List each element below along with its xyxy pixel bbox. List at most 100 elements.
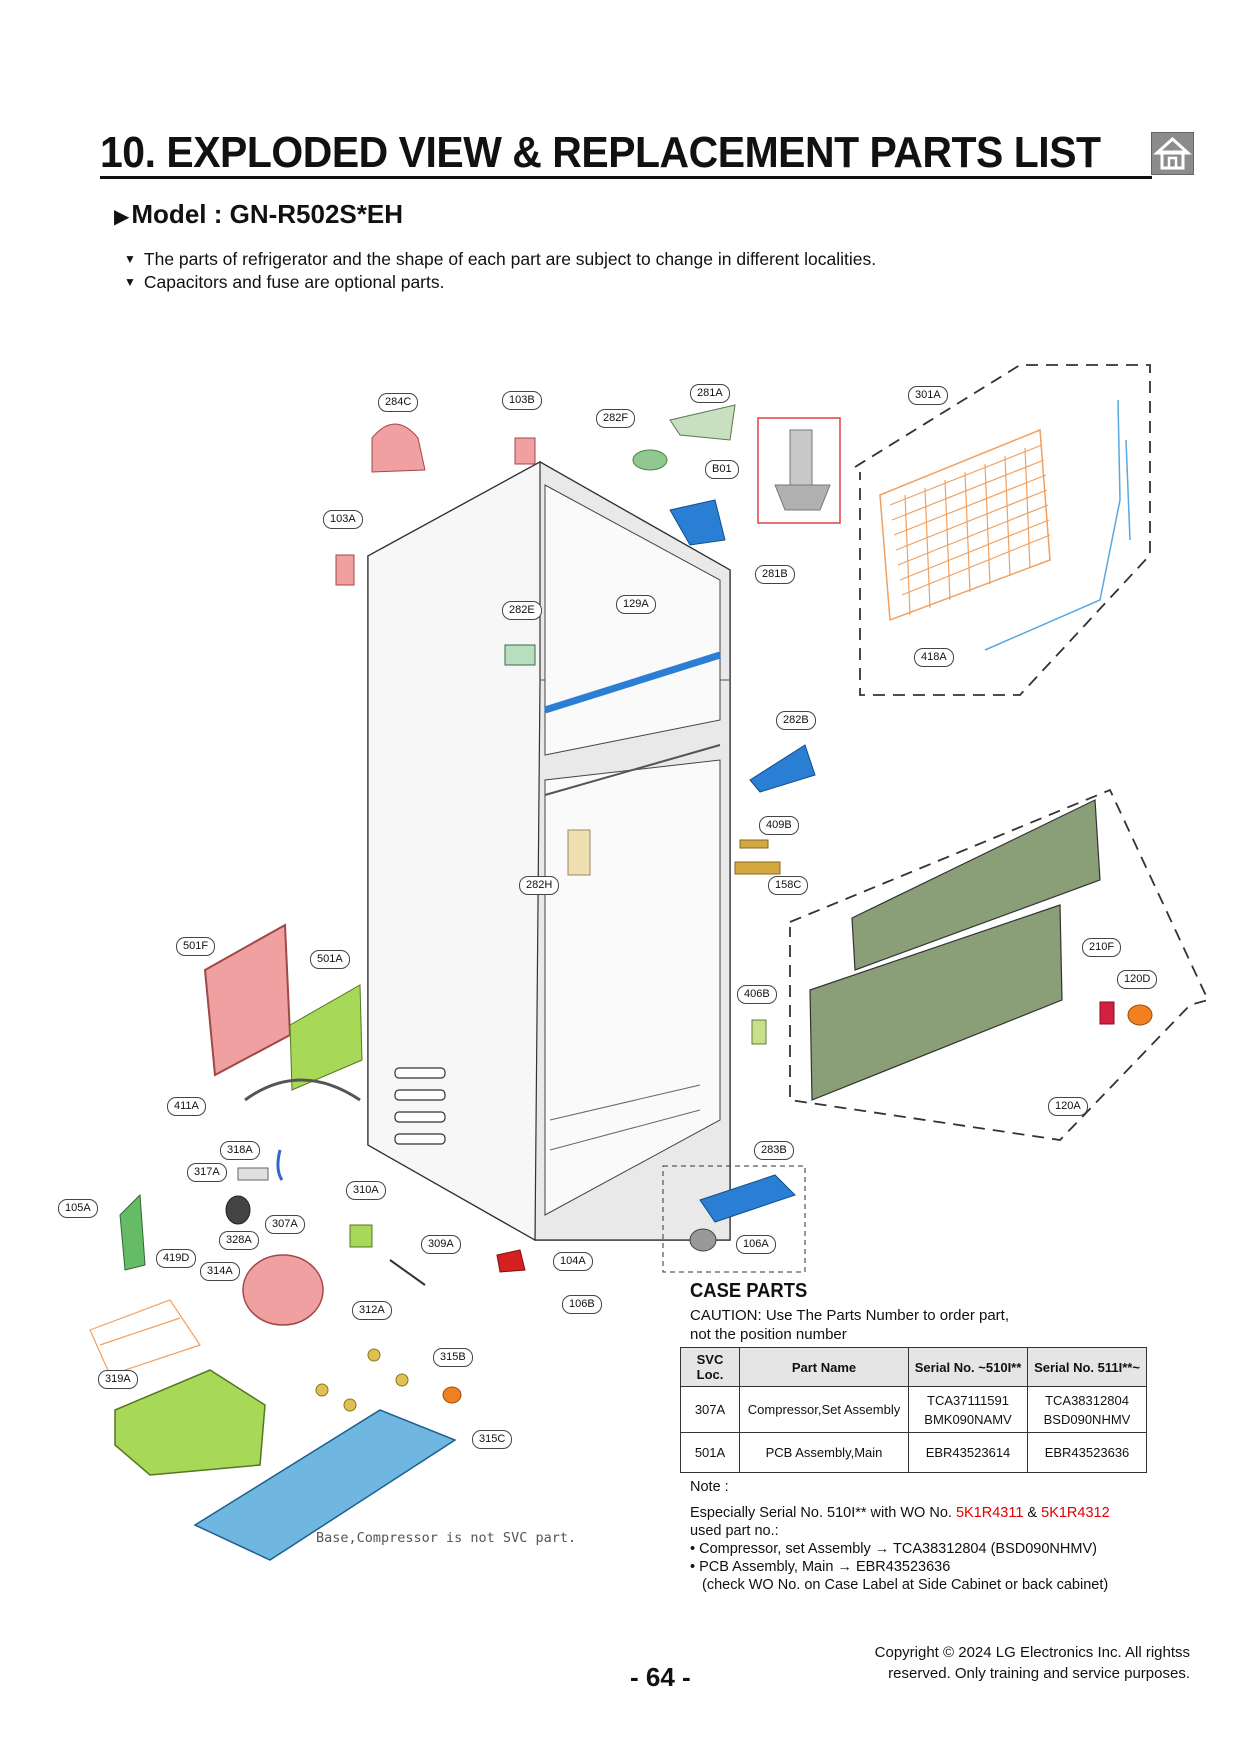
cell-serial-b: EBR43523636 — [1027, 1432, 1147, 1473]
part-106A — [689, 1228, 717, 1252]
note-text-1: The parts of refrigerator and the shape … — [143, 249, 877, 269]
page-number: - 64 - — [630, 1662, 691, 1692]
part-501F — [203, 923, 292, 1077]
serial-a-line-1: TCA37111591 — [927, 1392, 1009, 1408]
callout-103B: 103B — [502, 391, 542, 410]
part-104A — [496, 1249, 526, 1273]
header-svc-loc: SVC Loc. — [680, 1347, 740, 1387]
note-used-part: used part no.: — [690, 1523, 779, 1539]
note-line-wo: Especially Serial No. 510I** with WO No.… — [690, 1504, 1110, 1522]
part-501A — [289, 984, 363, 1091]
model-heading: ▶Model : GN-R502S*EH — [114, 199, 403, 230]
callout-158C: 158C — [768, 876, 809, 895]
cell-serial-a: EBR43523614 — [908, 1432, 1028, 1473]
callout-318A: 318A — [220, 1141, 260, 1160]
note-bullet-pcb: • PCB Assembly, Main → EBR43523636 — [690, 1559, 951, 1575]
callout-409B: 409B — [759, 816, 799, 835]
note-text-2: Capacitors and fuse are optional parts. — [143, 272, 445, 292]
part-284C — [371, 423, 426, 473]
serial-note-block: Note : Especially Serial No. 510I** with… — [690, 1478, 1110, 1594]
cell-loc: 307A — [680, 1386, 740, 1433]
callout-105A: 105A — [58, 1199, 98, 1218]
part-319A — [114, 1369, 266, 1476]
part-120D — [1127, 1004, 1153, 1026]
serial-a-line-2: BMK090NAMV — [924, 1411, 1012, 1427]
note-line-1: ▼ The parts of refrigerator and the shape… — [124, 249, 876, 270]
cover-group-outline — [789, 788, 1210, 1141]
note-line-2: ▼Capacitors and fuse are optional parts. — [124, 272, 444, 293]
model-label: Model : GN-R502S*EH — [131, 199, 403, 229]
callout-281A: 281A — [690, 384, 730, 403]
callout-307A: 307A — [265, 1215, 305, 1234]
callout-312A: 312A — [352, 1301, 392, 1320]
header-part-name: Part Name — [739, 1347, 909, 1387]
copyright-notice: Copyright © 2024 LG Electronics Inc. All… — [790, 1642, 1190, 1684]
callout-120D: 120D — [1117, 970, 1158, 989]
callout-406B: 406B — [737, 985, 777, 1004]
part-282F — [632, 449, 668, 471]
bolt-icon — [774, 429, 831, 511]
serial-b-line-2: BSD090NHMV — [1043, 1411, 1131, 1427]
down-triangle-icon: ▼ — [124, 252, 136, 266]
base-plate — [193, 1409, 457, 1561]
part-120A-cover-lower — [809, 904, 1063, 1101]
header-serial-a: Serial No. ~510I** — [908, 1347, 1028, 1387]
callout-104A: 104A — [553, 1252, 593, 1271]
note-label: Note : — [690, 1479, 729, 1495]
callout-283B: 283B — [754, 1141, 794, 1160]
note-ampersand: & — [1027, 1505, 1038, 1521]
callout-317A: 317A — [187, 1163, 227, 1182]
part-120A-cover-upper — [851, 799, 1101, 971]
note-bullet-compressor: • Compressor, set Assembly → TCA38312804… — [690, 1541, 1097, 1557]
part-328A — [225, 1195, 251, 1225]
case-parts-caution: CAUTION: Use The Parts Number to order p… — [690, 1307, 1009, 1343]
callout-411A: 411A — [167, 1097, 206, 1116]
home-button[interactable] — [1151, 132, 1194, 175]
callout-419D: 419D — [156, 1249, 197, 1268]
home-icon — [1153, 136, 1192, 170]
callout-106B: 106B — [562, 1295, 602, 1314]
callout-301A: 301A — [908, 386, 948, 405]
part-318A — [276, 1149, 284, 1181]
copyright-line-1: Copyright © 2024 LG Electronics Inc. All… — [874, 1644, 1190, 1661]
cell-name: Compressor,Set Assembly — [739, 1386, 909, 1433]
part-103B — [514, 437, 536, 465]
part-307A-compressor — [242, 1254, 324, 1326]
callout-103A: 103A — [323, 510, 363, 529]
part-105A — [119, 1193, 146, 1271]
refrigerator-cabinet — [367, 460, 731, 1242]
callout-120A: 120A — [1048, 1097, 1088, 1116]
callout-282B: 282B — [776, 711, 816, 730]
part-411A-power-cord — [244, 1078, 361, 1102]
part-283B-group-outline — [662, 1165, 806, 1273]
base-not-svc-note: Base,Compressor is not SVC part. — [316, 1530, 577, 1546]
part-158C — [734, 861, 781, 875]
title-underline — [100, 176, 1152, 179]
cell-name: PCB Assembly,Main — [739, 1432, 909, 1473]
header-serial-b: Serial No. 511I**~ — [1027, 1347, 1147, 1387]
case-parts-title: CASE PARTS — [690, 1280, 808, 1302]
callout-315C: 315C — [472, 1430, 513, 1449]
cell-loc: 501A — [680, 1432, 740, 1473]
note-wo-text: Especially Serial No. 510I** with WO No. — [690, 1505, 952, 1521]
part-282H — [567, 829, 591, 876]
callout-282F: 282F — [596, 409, 636, 428]
part-409B — [739, 839, 769, 849]
case-parts-table: SVC Loc. Part Name Serial No. ~510I** Se… — [680, 1347, 1147, 1473]
callout-328A: 328A — [219, 1231, 259, 1250]
callout-106A: 106A — [736, 1235, 776, 1254]
callout-281B: 281B — [755, 565, 795, 584]
part-281A — [669, 404, 736, 441]
callout-B01: B01 — [705, 460, 739, 479]
callout-314A: 314A — [200, 1262, 240, 1281]
callout-284C: 284C — [378, 393, 419, 412]
part-210F — [1099, 1001, 1115, 1025]
part-406B — [751, 1019, 767, 1045]
callout-418A: 418A — [914, 648, 954, 667]
callout-319A: 319A — [98, 1370, 138, 1389]
part-282E — [504, 644, 536, 666]
table-header-row: SVC Loc. Part Name Serial No. ~510I** Se… — [680, 1347, 1147, 1387]
note-check-wo: (check WO No. on Case Label at Side Cabi… — [702, 1577, 1109, 1593]
part-310A — [349, 1224, 373, 1248]
